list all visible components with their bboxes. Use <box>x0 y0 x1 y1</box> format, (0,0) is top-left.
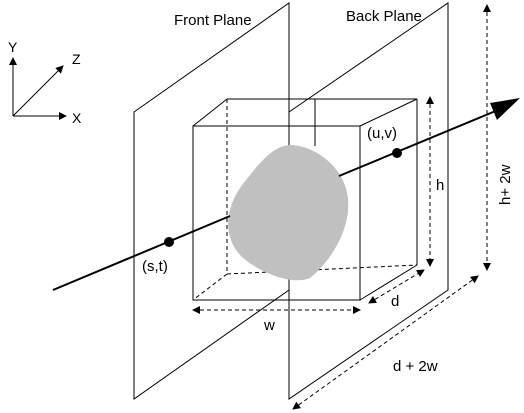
box-front-face <box>192 125 361 301</box>
depth-label: d <box>391 293 399 310</box>
extended-depth-dimension <box>292 275 479 410</box>
object-blob <box>228 144 349 281</box>
width-label: w <box>263 317 275 334</box>
point-uv-label: (u,v) <box>367 125 397 142</box>
back-plane-label: Back Plane <box>346 8 422 25</box>
box-hidden-edges <box>192 99 418 301</box>
axis-z-label: Z <box>72 51 81 67</box>
extended-depth-label: d + 2w <box>393 358 438 375</box>
ray-segment-front <box>52 215 231 291</box>
ray-segment-back <box>338 104 511 177</box>
axis-y-label: Y <box>8 39 18 55</box>
z-axis-arrow <box>12 65 64 117</box>
point-uv-marker <box>392 148 402 158</box>
bounding-box <box>192 98 418 301</box>
axes-icon <box>9 57 67 120</box>
extended-height-label: h+ 2w <box>497 164 514 205</box>
height-label: h <box>436 177 444 194</box>
point-st-label: (s,t) <box>142 258 168 275</box>
point-st-marker <box>164 237 174 247</box>
ray-arrowhead-icon <box>490 98 520 120</box>
axis-x-label: X <box>72 110 82 126</box>
front-plane-label: Front Plane <box>174 12 252 29</box>
